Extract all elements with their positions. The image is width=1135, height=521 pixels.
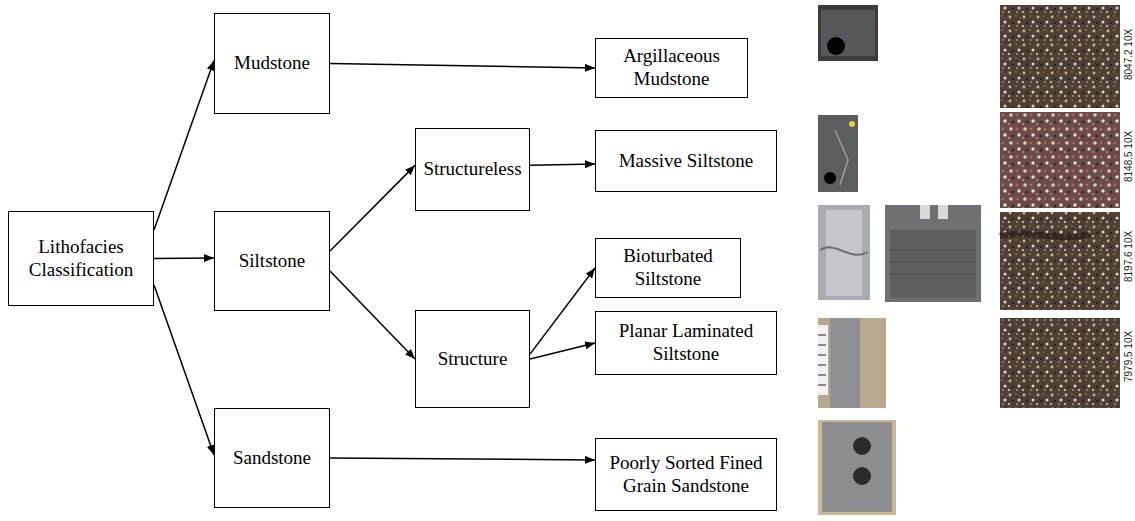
sample-depth-label: 8197.6 10X: [1123, 231, 1134, 282]
box-label: Mudstone: [234, 52, 310, 75]
lithofacies-box: Massive Siltstone: [595, 130, 777, 192]
box-label: Planar Laminated Siltstone: [602, 320, 770, 366]
box-label: Sandstone: [233, 447, 311, 470]
lithofacies-box: Structureless: [415, 128, 530, 211]
arrow-connector: [330, 271, 415, 359]
box-label: Structure: [438, 348, 508, 371]
lithofacies-box: Structure: [415, 310, 530, 408]
sample-depth-label: 7979.5 10X: [1123, 331, 1134, 382]
lithofacies-box: Bioturbated Siltstone: [595, 238, 741, 298]
box-label: Poorly Sorted Fined Grain Sandstone: [602, 452, 770, 498]
box-label: Bioturbated Siltstone: [602, 245, 734, 291]
lithofacies-box: Poorly Sorted Fined Grain Sandstone: [595, 438, 777, 511]
arrow-connector: [154, 257, 214, 259]
arrow-connector: [330, 64, 595, 69]
lithofacies-box: Planar Laminated Siltstone: [595, 311, 777, 375]
box-label: Lithofacies Classification: [15, 236, 147, 282]
lithofacies-box: Argillaceous Mudstone: [595, 38, 748, 98]
box-label: Structureless: [423, 158, 521, 181]
arrow-connector: [154, 60, 214, 230]
arrow-connector: [530, 343, 595, 359]
arrow-connector: [530, 164, 595, 165]
box-label: Argillaceous Mudstone: [602, 45, 741, 91]
lithofacies-box: Lithofacies Classification: [8, 211, 154, 306]
arrow-connector: [330, 165, 415, 251]
box-label: Massive Siltstone: [619, 150, 754, 173]
box-label: Siltstone: [239, 250, 306, 273]
arrow-connector: [530, 268, 595, 354]
lithofacies-box: Mudstone: [214, 13, 330, 114]
lithofacies-box: Sandstone: [214, 408, 330, 508]
arrow-connector: [330, 458, 595, 460]
sample-depth-label: 8148.5 10X: [1123, 131, 1134, 182]
sample-depth-label: 8047.2 10X: [1123, 29, 1134, 80]
lithofacies-box: Siltstone: [214, 211, 330, 311]
arrow-connector: [154, 285, 214, 455]
